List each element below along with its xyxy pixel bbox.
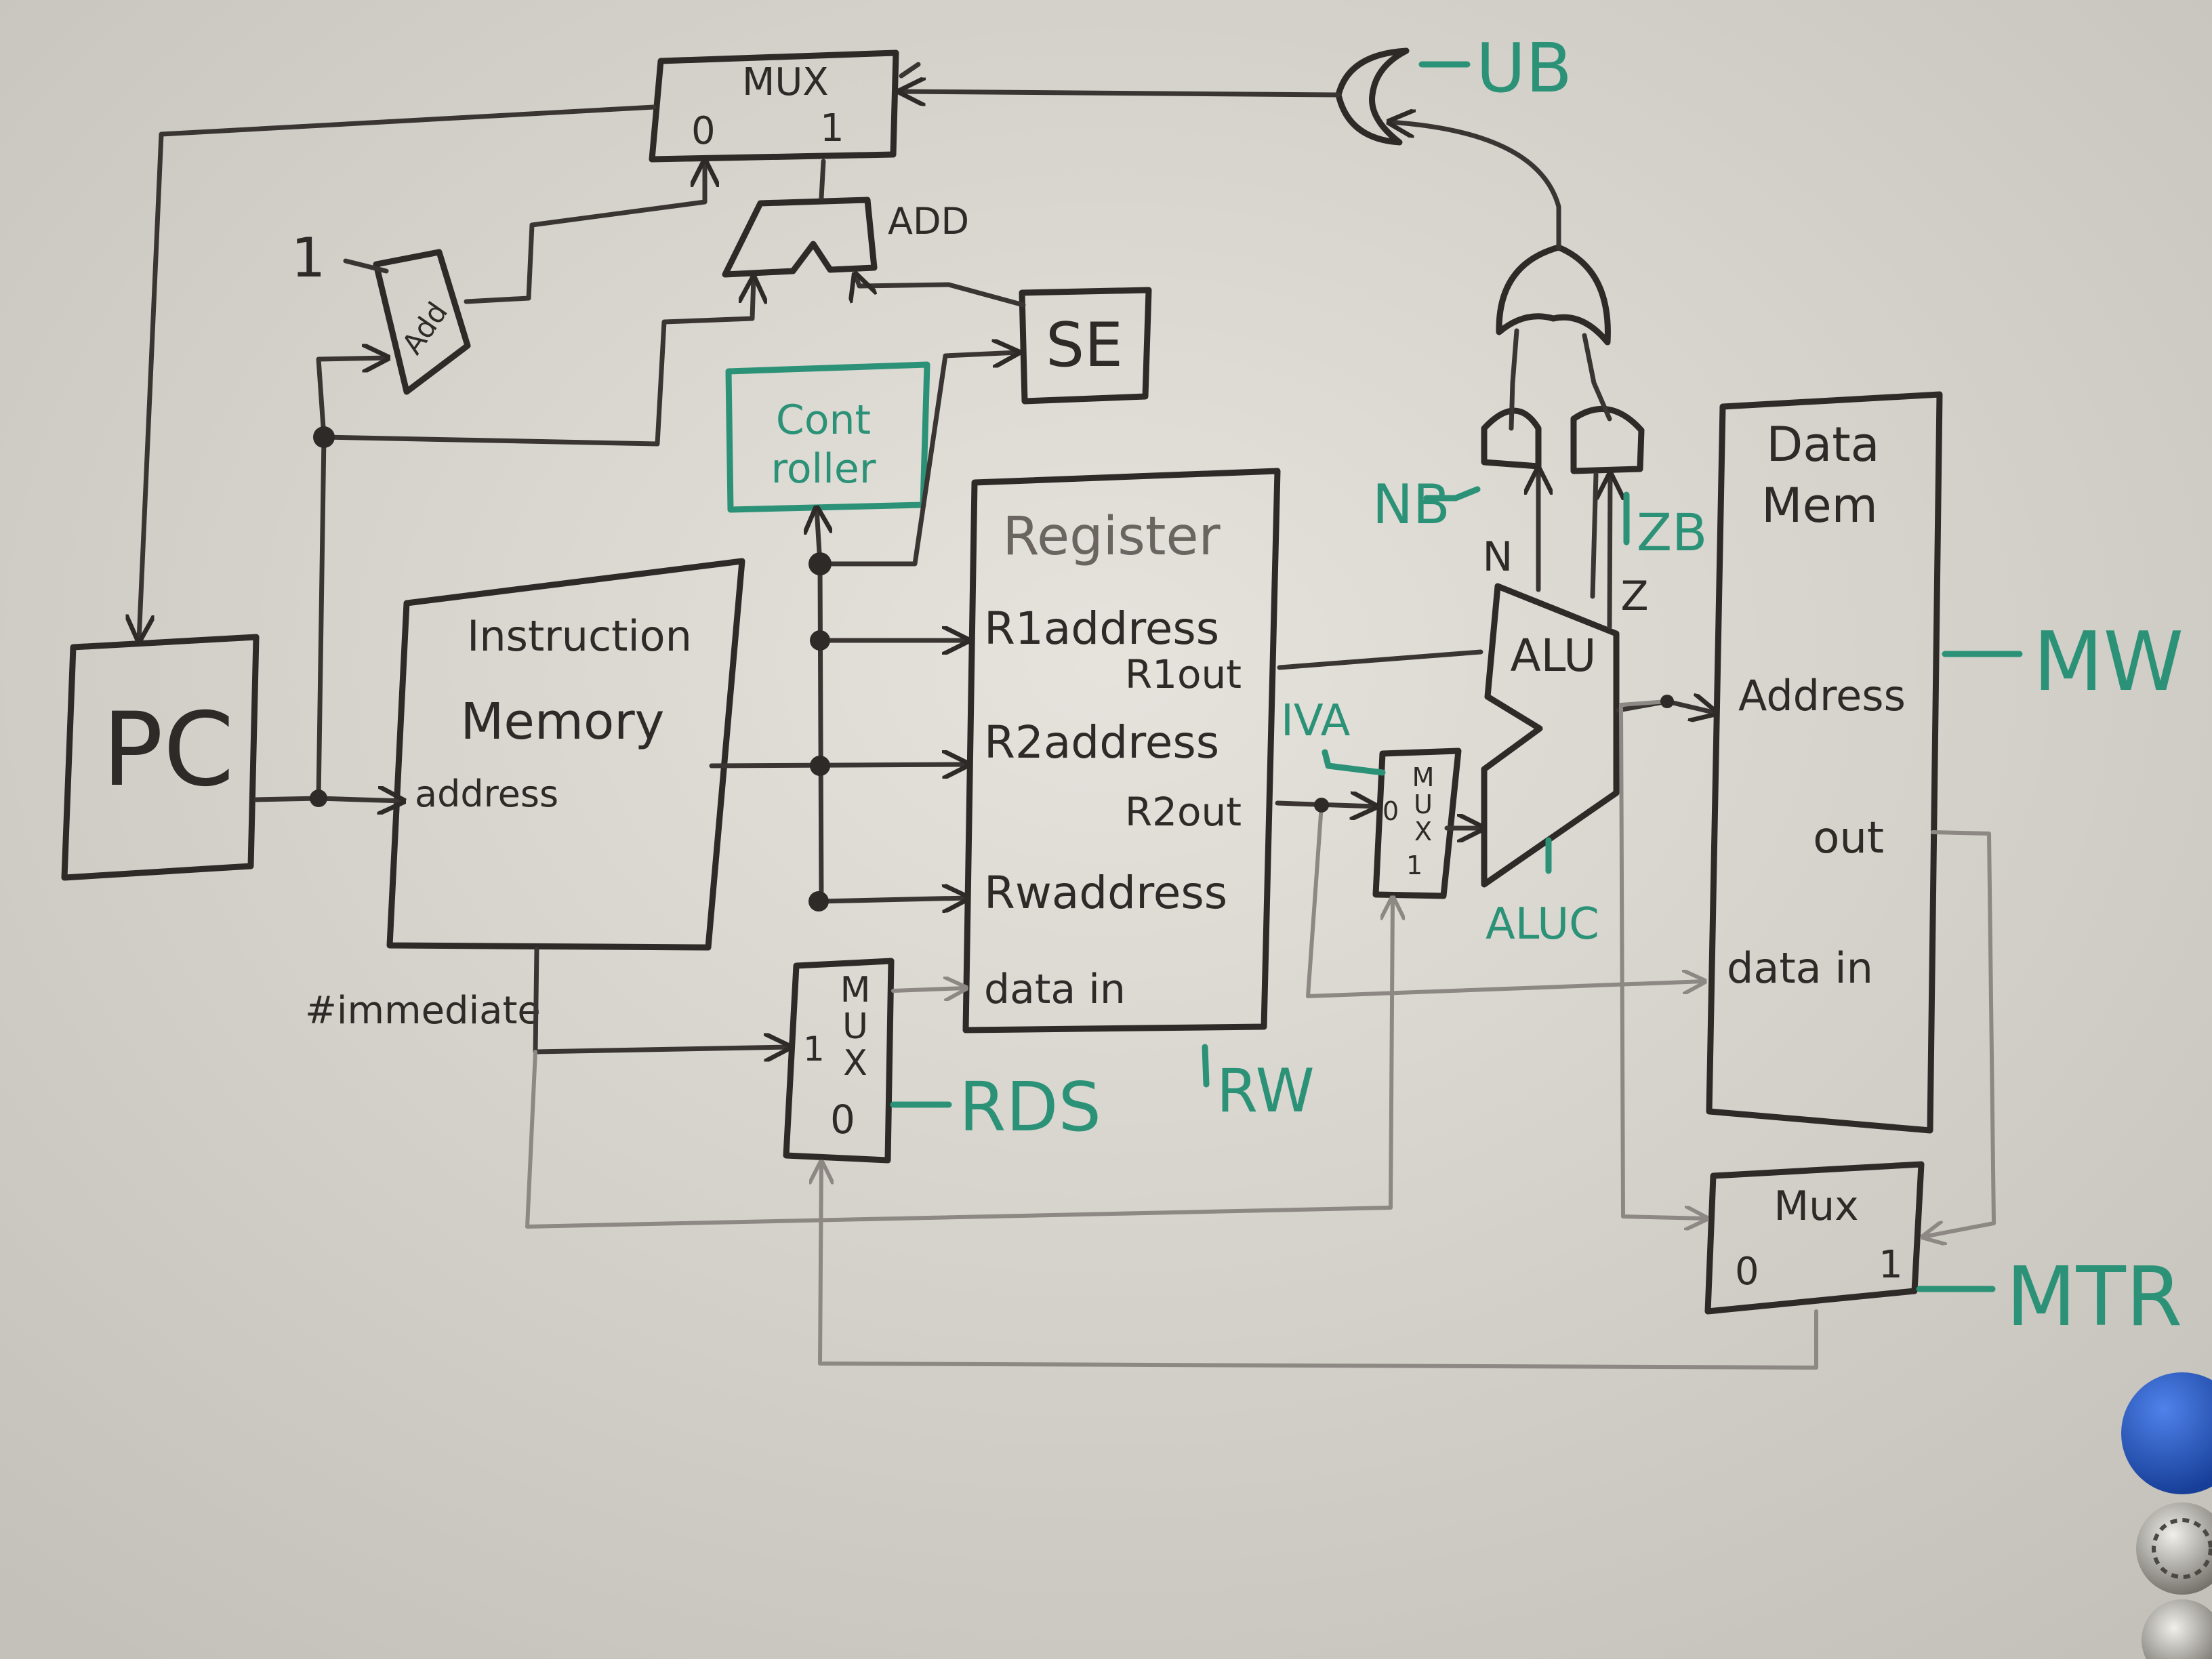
zero-and-gate <box>1570 405 1645 474</box>
nb-signal: NB <box>1372 473 1481 536</box>
se-label: SE <box>1046 310 1123 381</box>
zb-signal: ZB <box>1623 491 1707 562</box>
mux-top-in0: 0 <box>691 109 716 153</box>
rds-signal: RDS <box>890 1067 1101 1147</box>
adder-pc-input-one: 1 <box>291 226 326 289</box>
alu-flag-z: Z <box>1620 573 1648 620</box>
silver-magnet-2 <box>2142 1599 2212 1659</box>
branch-adder <box>722 197 878 278</box>
silver-magnet-1 <box>2136 1502 2212 1595</box>
iva-label: IVA <box>1281 696 1351 746</box>
data-memory-title-line1: Data <box>1766 417 1879 472</box>
iva-signal: IVA <box>1281 696 1386 776</box>
branch-or-gate <box>1496 244 1611 346</box>
rw-label: RW <box>1216 1056 1315 1126</box>
register-write-mux: M U X 1 0 <box>783 958 895 1164</box>
unconditional-branch-or-gate <box>1335 47 1410 146</box>
mem-to-reg-mux: Mux 0 1 <box>1704 1161 1925 1315</box>
mw-signal: MW <box>1942 615 2184 710</box>
register-r1address: R1address <box>984 602 1219 655</box>
ub-signal: UB <box>1418 28 1572 108</box>
register-r2address: R2address <box>984 716 1219 769</box>
zb-label: ZB <box>1637 502 1707 562</box>
register-r1out: R1out <box>1125 651 1242 697</box>
instruction-memory-title: Instruction <box>467 611 692 661</box>
mtr-label: MTR <box>2006 1250 2182 1345</box>
mux-top-in1: 1 <box>820 106 844 150</box>
controller-label-line1: Cont <box>776 396 871 444</box>
data-memory-address-port: Address <box>1738 671 1906 720</box>
mux-alu-label-m: M <box>1412 762 1435 792</box>
alu-input-mux: M U X 0 1 <box>1372 747 1462 899</box>
data-memory-title-line2: Mem <box>1761 478 1878 533</box>
instruction-memory-address-port: address <box>415 773 558 815</box>
ub-label: UB <box>1476 28 1572 108</box>
register-title: Register <box>1002 506 1221 567</box>
register-r2out: R2out <box>1125 789 1242 835</box>
instruction-memory-subtitle: Memory <box>461 693 665 751</box>
mux-alu-label-x: X <box>1414 817 1432 846</box>
blue-magnet <box>2121 1372 2212 1494</box>
mux-reg-in1: 1 <box>803 1029 825 1069</box>
alu-label: ALU <box>1511 630 1597 682</box>
controller-label-line2: roller <box>771 445 876 493</box>
sign-extend-block: SE <box>1019 287 1152 405</box>
mux-reg-in0: 0 <box>830 1097 855 1143</box>
mux-mem-label: Mux <box>1774 1183 1858 1230</box>
mtr-signal: MTR <box>1916 1250 2182 1345</box>
pc-block: PC <box>61 634 260 881</box>
mux-alu-in1: 1 <box>1406 851 1422 880</box>
rds-label: RDS <box>959 1067 1101 1147</box>
register-rwaddress: Rwaddress <box>984 867 1227 919</box>
mux-alu-in0: 0 <box>1382 796 1399 826</box>
pc-label: PC <box>102 691 234 809</box>
mux-mem-in1: 1 <box>1879 1243 1903 1287</box>
negative-and-gate <box>1481 407 1542 470</box>
mux-alu-label-u: U <box>1414 790 1433 819</box>
aluc-signal: ALUC <box>1486 837 1599 949</box>
data-memory-datain-port: data in <box>1727 943 1873 993</box>
nb-label: NB <box>1372 473 1450 536</box>
rw-signal: RW <box>1202 1044 1315 1126</box>
mux-reg-label-u: U <box>842 1006 868 1047</box>
data-memory-out-port: out <box>1813 813 1884 863</box>
register-file-block: Register R1address R2address Rwaddress d… <box>962 468 1281 1033</box>
pc-source-mux: MUX 0 1 <box>649 49 899 163</box>
register-datain: data in <box>984 966 1126 1013</box>
branch-adder-label: ADD <box>888 200 969 243</box>
mux-reg-label-x: X <box>843 1043 867 1084</box>
mw-label: MW <box>2033 615 2184 710</box>
aluc-label: ALUC <box>1486 899 1599 949</box>
mux-reg-label-m: M <box>840 970 871 1010</box>
immediate-label: #immediate <box>305 989 541 1033</box>
data-memory-block: Data Mem Address out data in <box>1706 391 1943 1134</box>
instruction-memory-block: Instruction Memory address <box>386 558 745 951</box>
alu-block: ALU <box>1481 583 1620 888</box>
mux-top-label: MUX <box>742 60 829 104</box>
mux-mem-in0: 0 <box>1735 1250 1759 1294</box>
alu-flag-n: N <box>1483 533 1513 581</box>
